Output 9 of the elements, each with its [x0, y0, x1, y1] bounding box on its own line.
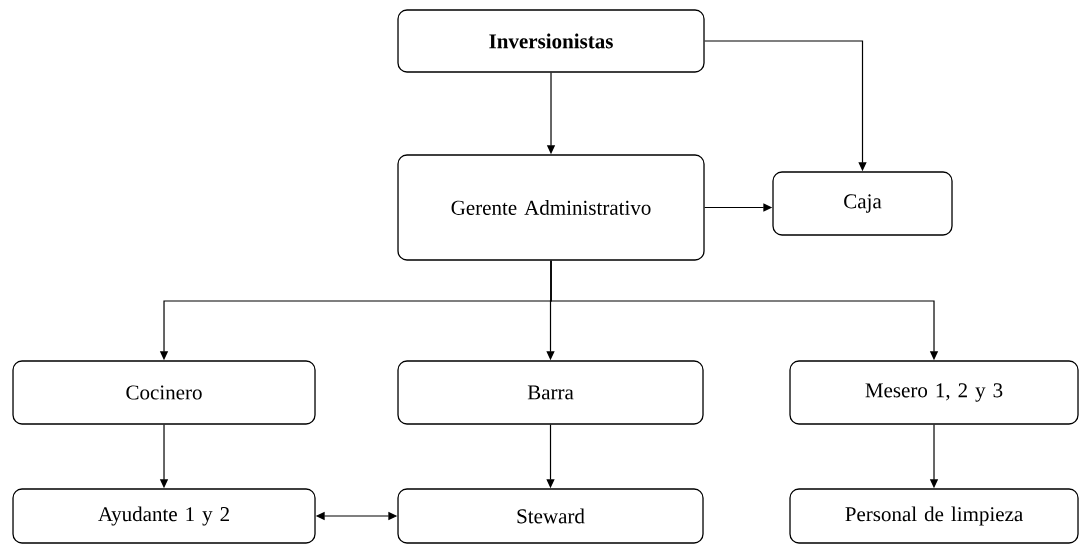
- org-box: Caja: [772, 171, 953, 236]
- org-box: Ayudante 1 y 2: [12, 488, 316, 544]
- org-box: Inversionistas: [397, 9, 705, 73]
- org-box: Mesero 1, 2 y 3: [789, 360, 1079, 425]
- org-box: Barra: [397, 360, 704, 425]
- org-box: Cocinero: [12, 360, 316, 425]
- org-box: Gerente Administrativo: [397, 154, 705, 261]
- org-box: Personal de limpieza: [789, 488, 1079, 544]
- org-box: Steward: [397, 488, 704, 544]
